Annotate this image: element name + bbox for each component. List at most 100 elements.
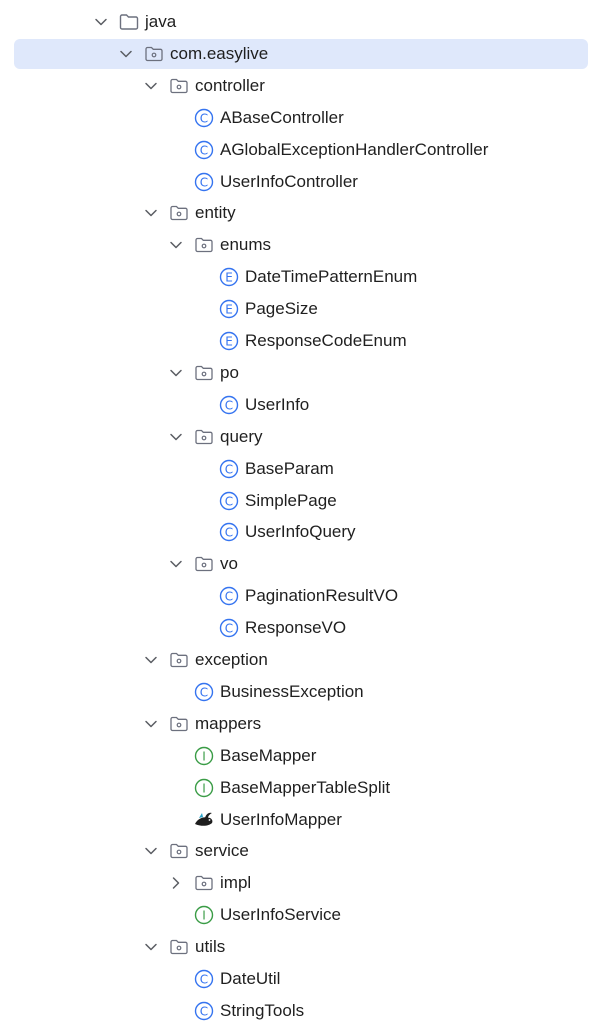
- tree-item[interactable]: C ResponseVO: [0, 612, 592, 644]
- tree-item[interactable]: impl: [0, 867, 592, 899]
- tree-item-label: UserInfoController: [220, 171, 358, 191]
- class-icon: C: [193, 171, 215, 193]
- svg-text:C: C: [225, 494, 233, 508]
- tree-item[interactable]: entity: [0, 197, 592, 229]
- mybatis-bird-icon: [193, 809, 215, 831]
- tree-item[interactable]: java: [0, 6, 592, 38]
- tree-item[interactable]: I BaseMapper: [0, 740, 592, 772]
- svg-text:E: E: [225, 303, 233, 317]
- interface-icon: I: [193, 745, 215, 767]
- class-icon: C: [218, 394, 240, 416]
- tree-item-label: ABaseController: [220, 107, 344, 127]
- tree-item-label: entity: [195, 203, 236, 223]
- selection-highlight: [14, 38, 588, 69]
- class-icon: C: [218, 521, 240, 543]
- tree-item[interactable]: C SimplePage: [0, 485, 592, 517]
- tree-item[interactable]: exception: [0, 644, 592, 676]
- tree-item-label: UserInfoQuery: [245, 522, 356, 542]
- class-icon: C: [193, 1000, 215, 1022]
- chevron-down-icon[interactable]: [166, 363, 186, 383]
- enum-icon: E: [218, 266, 240, 288]
- tree-item-label: utils: [195, 937, 226, 957]
- tree-item[interactable]: query: [0, 421, 592, 453]
- chevron-down-icon[interactable]: [141, 937, 161, 957]
- interface-icon: I: [193, 777, 215, 799]
- svg-text:C: C: [200, 1004, 208, 1018]
- tree-item-label: enums: [220, 235, 272, 255]
- chevron-right-icon[interactable]: [166, 873, 186, 893]
- svg-text:I: I: [202, 749, 206, 763]
- chevron-down-icon[interactable]: [91, 12, 111, 32]
- tree-item[interactable]: C UserInfoController: [0, 166, 592, 198]
- tree-item-label: service: [195, 841, 249, 861]
- svg-text:C: C: [200, 175, 208, 189]
- tree-item[interactable]: vo: [0, 548, 592, 580]
- chevron-down-icon[interactable]: [166, 427, 186, 447]
- interface-icon: I: [193, 904, 215, 926]
- chevron-down-icon[interactable]: [141, 76, 161, 96]
- tree-item[interactable]: service: [0, 835, 592, 867]
- class-icon: C: [193, 681, 215, 703]
- tree-item[interactable]: E PageSize: [0, 293, 592, 325]
- tree-item[interactable]: E ResponseCodeEnum: [0, 325, 592, 357]
- tree-item-label: java: [145, 12, 177, 31]
- chevron-down-icon[interactable]: [141, 714, 161, 734]
- svg-text:C: C: [225, 622, 233, 636]
- tree-item-label: PageSize: [245, 299, 318, 319]
- tree-item-label: AGlobalExceptionHandlerController: [220, 139, 489, 159]
- package-icon: [143, 43, 165, 65]
- tree-item[interactable]: enums: [0, 229, 592, 261]
- tree-item[interactable]: C DateUtil: [0, 963, 592, 995]
- package-icon: [168, 840, 190, 862]
- chevron-down-icon[interactable]: [141, 203, 161, 223]
- chevron-down-icon[interactable]: [141, 650, 161, 670]
- tree-item-label: DateUtil: [220, 969, 281, 988]
- chevron-down-icon[interactable]: [141, 841, 161, 861]
- svg-text:C: C: [200, 973, 208, 987]
- svg-text:C: C: [225, 590, 233, 604]
- tree-item-label: controller: [195, 75, 265, 95]
- tree-item[interactable]: UserInfoMapper: [0, 804, 592, 836]
- tree-item-label: BusinessException: [220, 681, 364, 701]
- svg-text:I: I: [202, 781, 206, 795]
- package-icon: [168, 202, 190, 224]
- package-icon: [193, 872, 215, 894]
- tree-item-label: SimplePage: [245, 490, 337, 510]
- tree-item[interactable]: mappers: [0, 708, 592, 740]
- tree-item-label: BaseMapper: [220, 745, 317, 765]
- tree-item[interactable]: po: [0, 357, 592, 389]
- tree-item[interactable]: utils: [0, 931, 592, 963]
- tree-item-label: impl: [220, 873, 252, 893]
- tree-item[interactable]: C PaginationResultVO: [0, 580, 592, 612]
- package-icon: [168, 75, 190, 97]
- chevron-down-icon[interactable]: [116, 44, 136, 64]
- svg-text:E: E: [225, 335, 233, 349]
- tree-item-label: ResponseCodeEnum: [245, 331, 407, 350]
- tree-item-label: BaseParam: [245, 458, 334, 478]
- tree-item-label: ResponseVO: [245, 618, 347, 638]
- package-icon: [193, 426, 215, 448]
- tree-item-label: com.easylive: [170, 43, 269, 63]
- package-icon: [193, 234, 215, 256]
- tree-item[interactable]: controller: [0, 70, 592, 102]
- chevron-down-icon[interactable]: [166, 554, 186, 574]
- svg-text:C: C: [225, 398, 233, 412]
- package-icon: [168, 713, 190, 735]
- tree-item[interactable]: com.easylive: [0, 38, 592, 70]
- tree-item-label: UserInfoMapper: [220, 809, 342, 829]
- chevron-down-icon[interactable]: [166, 235, 186, 255]
- tree-item-label: PaginationResultVO: [245, 586, 399, 606]
- enum-icon: E: [218, 298, 240, 320]
- class-icon: C: [193, 968, 215, 990]
